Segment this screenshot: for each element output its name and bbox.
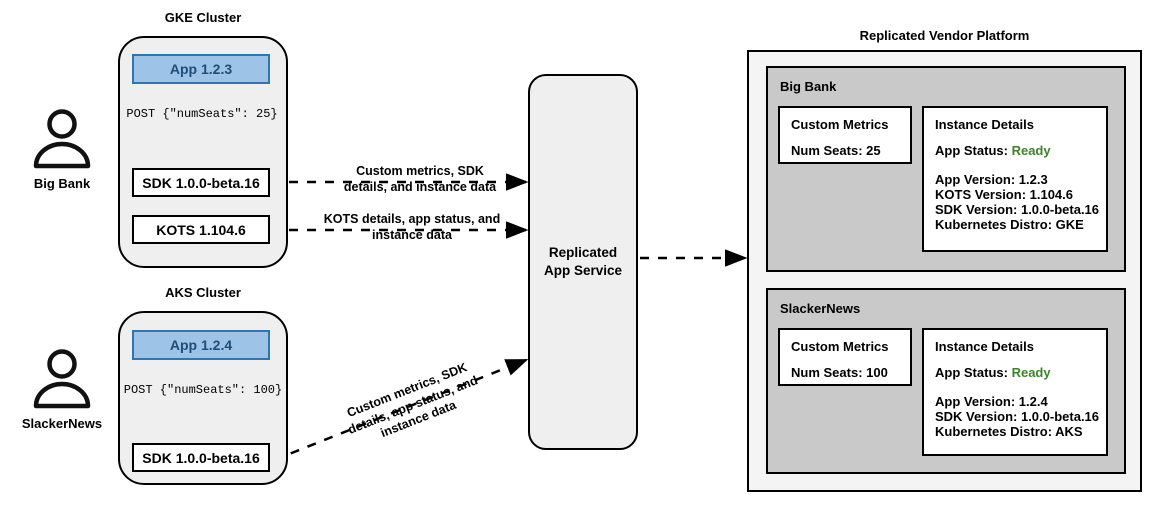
- actor-slackernews-label: SlackerNews: [21, 416, 103, 431]
- instance-detail-line: Kubernetes Distro: AKS: [935, 424, 1083, 439]
- actor-big-bank: Big Bank: [22, 108, 102, 191]
- gke-request-label: POST {"numSeats": 25}: [126, 107, 278, 121]
- actor-big-bank-label: Big Bank: [33, 176, 91, 191]
- service-label-line-1: Replicated: [548, 245, 618, 261]
- app-status-row: App Status: Ready: [935, 365, 1106, 380]
- aks-app-box[interactable]: App 1.2.4: [132, 330, 270, 360]
- actor-slackernews: SlackerNews: [12, 348, 112, 431]
- edge-label-line: instance data: [372, 227, 452, 242]
- cluster-gke-title: GKE Cluster: [164, 10, 242, 25]
- app-status-label: App Status:: [935, 143, 1008, 158]
- instance-details-card-big-bank: Instance Details App Status: Ready App V…: [922, 106, 1108, 252]
- tenant-name-slackernews: SlackerNews: [780, 301, 861, 316]
- instance-detail-line: SDK Version: 1.0.0-beta.16: [935, 409, 1100, 424]
- edge-label-line: KOTS details, app status, and: [323, 212, 501, 226]
- replicated-app-service-box[interactable]: Replicated App Service: [528, 74, 638, 450]
- custom-metrics-card-slackernews: Custom Metrics Num Seats: 100: [778, 328, 912, 386]
- instance-details-title: Instance Details: [935, 117, 1034, 132]
- aks-request-label: POST {"numSeats": 100}: [123, 383, 283, 397]
- instance-detail-line: Kubernetes Distro: GKE: [935, 217, 1084, 232]
- instance-details-card-slackernews: Instance Details App Status: Ready App V…: [922, 328, 1108, 456]
- custom-metrics-title: Custom Metrics: [791, 117, 889, 132]
- gke-kots-box[interactable]: KOTS 1.104.6: [132, 215, 270, 244]
- edge-label-gke-kots: KOTS details, app status, and instance d…: [312, 212, 512, 243]
- platform-title: Replicated Vendor Platform: [859, 28, 1030, 43]
- instance-detail-line: App Version: 1.2.4: [935, 394, 1048, 409]
- custom-metrics-card-big-bank: Custom Metrics Num Seats: 25: [778, 106, 912, 164]
- person-icon: [33, 109, 91, 169]
- edge-label-gke-sdk: Custom metrics, SDK details, and instanc…: [330, 164, 510, 195]
- edge-label-line: details, and instance data: [343, 179, 497, 194]
- status-badge: Ready: [1011, 143, 1051, 158]
- instance-details-title: Instance Details: [935, 339, 1034, 354]
- custom-metrics-title: Custom Metrics: [791, 339, 889, 354]
- custom-metrics-line: Num Seats: 100: [791, 365, 888, 380]
- status-badge: Ready: [1011, 365, 1051, 380]
- instance-detail-line: SDK Version: 1.0.0-beta.16: [935, 202, 1100, 217]
- instance-detail-line: KOTS Version: 1.104.6: [935, 187, 1074, 202]
- edge-label-line: Custom metrics, SDK: [356, 164, 484, 178]
- instance-detail-line: App Version: 1.2.3: [935, 172, 1048, 187]
- app-status-label: App Status:: [935, 365, 1008, 380]
- custom-metrics-line: Num Seats: 25: [791, 143, 881, 158]
- aks-sdk-box[interactable]: SDK 1.0.0-beta.16: [132, 443, 270, 472]
- cluster-aks-title: AKS Cluster: [165, 285, 241, 300]
- gke-app-box[interactable]: App 1.2.3: [132, 54, 270, 84]
- app-status-row: App Status: Ready: [935, 143, 1106, 158]
- person-icon: [33, 349, 91, 409]
- gke-sdk-box[interactable]: SDK 1.0.0-beta.16: [132, 168, 270, 197]
- tenant-name-big-bank: Big Bank: [780, 79, 837, 94]
- service-label-line-2: App Service: [543, 263, 623, 278]
